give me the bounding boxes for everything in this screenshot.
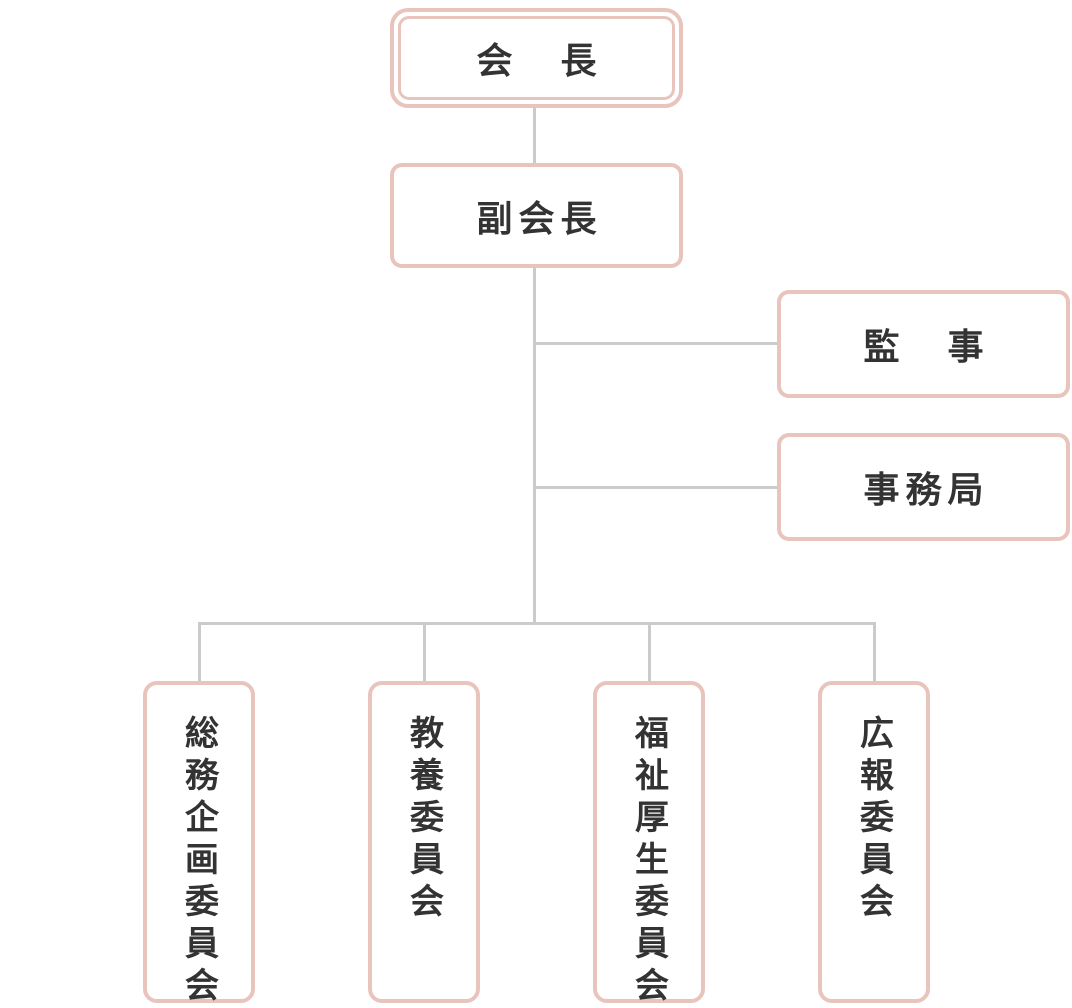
connector-branch-secretariat [533,486,777,489]
secretariat-label: 事務局 [863,470,990,511]
node-committee-welfare: 福祉厚生委員会 [593,681,705,1008]
node-vice-chairman: 副会長 [390,163,683,268]
connector-drop-committee-2 [423,622,426,681]
committee-label: 総務企画委員会 [178,715,219,1008]
connector-committees-bus [198,622,876,625]
committee-label: 教養委員会 [403,715,444,925]
committee-label: 福祉厚生委員会 [628,715,669,1008]
chairman-label: 会 長 [476,41,603,82]
auditor-label: 監 事 [863,327,990,368]
node-auditor: 監 事 [777,290,1070,398]
node-chairman: 会 長 [390,8,683,108]
connector-drop-committee-1 [198,622,201,681]
connector-drop-committee-3 [648,622,651,681]
vice-chairman-label: 副会長 [476,198,603,240]
node-chairman-inner-frame: 会 長 [398,16,675,100]
connector-chairman-to-vice-chairman [533,108,536,163]
connector-vice-chairman-trunk [533,268,536,625]
connector-branch-auditor [533,342,777,345]
node-committee-public-relations: 広報委員会 [818,681,930,1003]
node-secretariat: 事務局 [777,433,1070,541]
connector-drop-committee-4 [873,622,876,681]
node-committee-general-affairs-planning: 総務企画委員会 [143,681,255,1008]
node-committee-culture: 教養委員会 [368,681,480,1003]
committee-label: 広報委員会 [853,715,894,925]
